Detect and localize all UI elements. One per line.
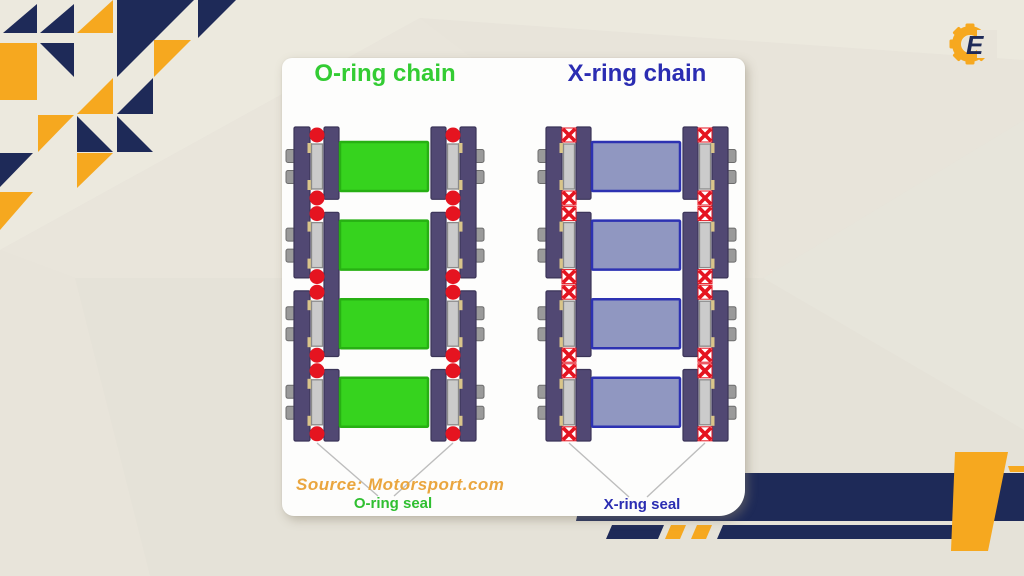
triangle-mosaic [0,0,236,230]
mosaic-triangle [77,78,113,114]
mosaic-triangle [0,153,33,187]
source-credit: Source: Motorsport.com [296,475,505,494]
mosaic-triangle [117,116,153,152]
bottom-strip-segment [606,525,664,539]
mosaic-triangle [117,0,194,77]
mosaic-triangle [77,0,113,33]
mosaic-triangle [154,40,191,77]
mosaic-triangle [77,116,113,152]
mosaic-triangle [38,115,74,152]
bottom-strip-segment [717,525,955,539]
mosaic-triangle [3,4,37,33]
bottom-strip-dash [665,525,686,539]
title-o-ring-chain: O-ring chain [314,60,456,87]
title-x-ring-chain: X-ring chain [567,60,707,87]
gear-tooth-icon [965,57,975,65]
diagram-card [282,58,745,516]
label-o-ring-seal: O-ring seal [353,495,433,512]
mosaic-triangle [40,4,74,33]
yellow-dash [1008,466,1024,472]
gear-tooth-icon [952,50,964,62]
mosaic-square [0,43,37,100]
mosaic-triangle [77,153,113,188]
mosaic-triangle [198,0,236,38]
mosaic-triangle [40,43,74,77]
gear-opening [977,30,997,58]
engineerine-logo: E [949,23,997,65]
yellow-slash [951,452,1008,551]
facet [763,120,1024,430]
gear-hole [962,36,978,52]
bottom-strip-dash [691,525,712,539]
logo-letter: E [966,30,984,60]
mosaic-triangle [0,192,33,230]
gear-tooth-icon [952,26,964,38]
mosaic-triangle [117,78,153,114]
facet [0,0,1024,250]
label-x-ring-seal: X-ring seal [603,496,681,513]
gear-tooth-icon [965,23,975,31]
gear-tooth-icon [949,39,957,49]
